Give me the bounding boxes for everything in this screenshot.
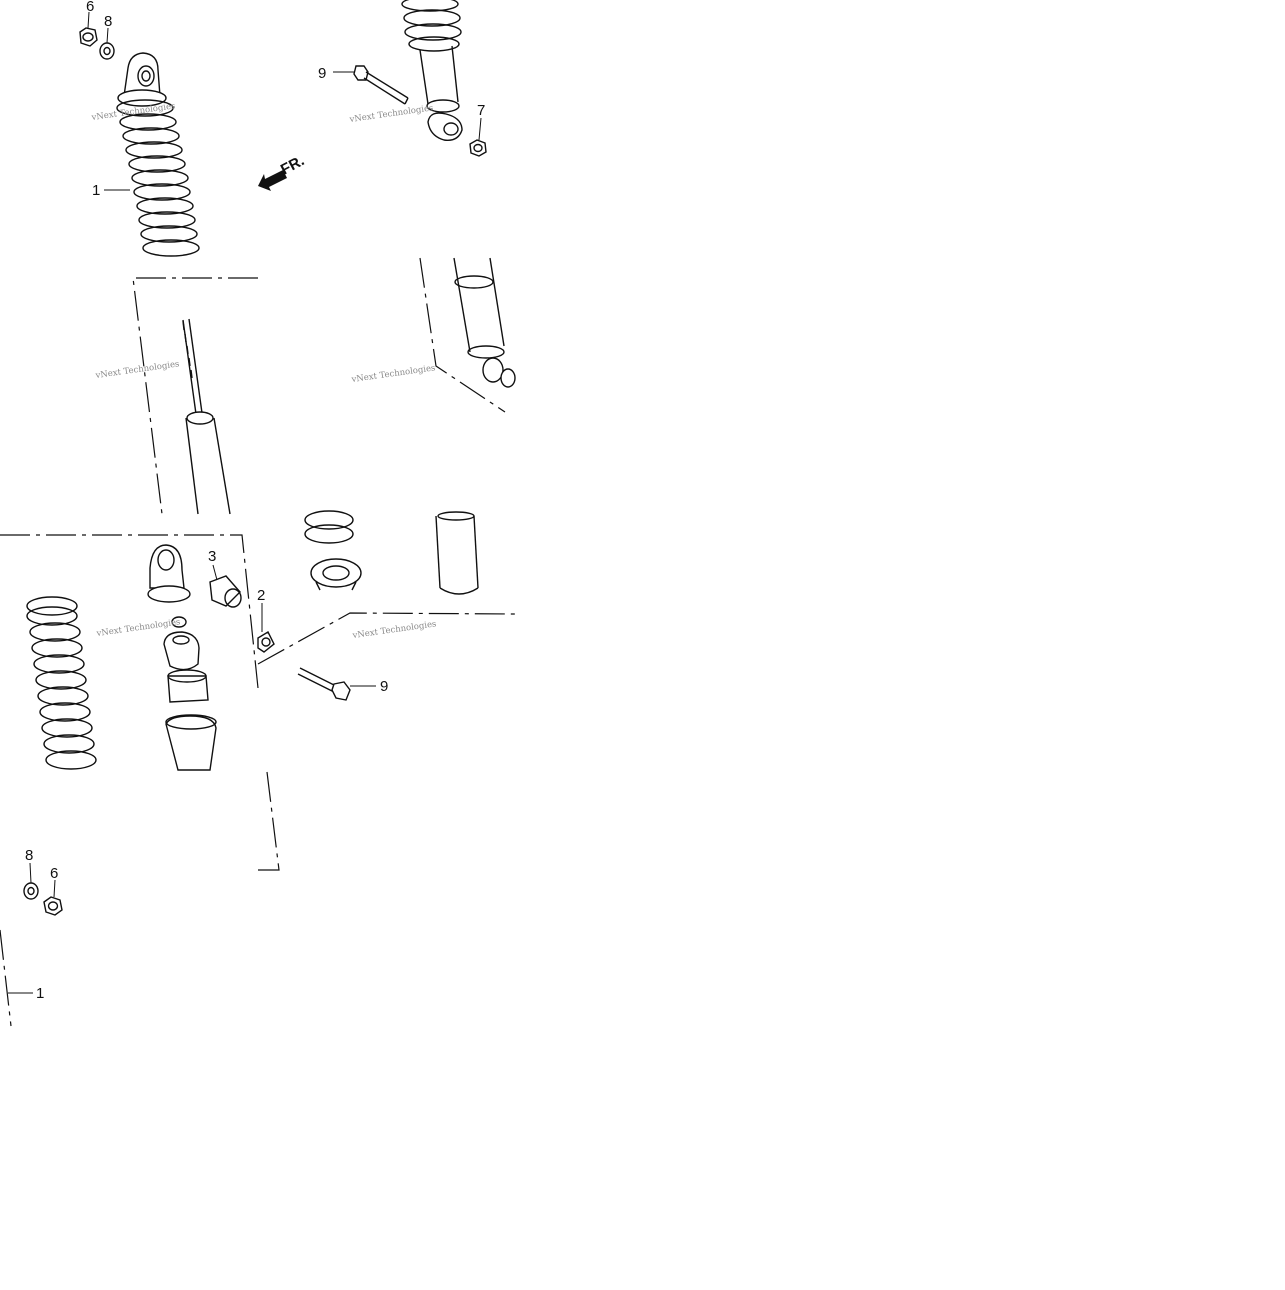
bushing-3 xyxy=(209,575,242,608)
tile-damper-rod: vNext Technologies vNext Technologies xyxy=(94,257,516,515)
damper-body xyxy=(435,511,479,595)
collar-2 xyxy=(257,631,275,653)
tile-lower-fasteners: 8 6 1 xyxy=(0,771,280,1027)
spring-end xyxy=(304,510,354,544)
nut-6-lower xyxy=(43,896,63,916)
callout-6-lower: 6 xyxy=(50,865,58,882)
callout-8: 8 xyxy=(104,13,112,30)
callout-3: 3 xyxy=(208,548,216,565)
bolt-9-lower xyxy=(297,667,351,701)
bump-stop xyxy=(163,616,200,671)
callout-1-lower: 1 xyxy=(36,985,44,1002)
bolt-9-top xyxy=(353,65,409,105)
spring xyxy=(26,596,97,770)
watermark: vNext Technologies xyxy=(351,619,437,641)
nut-6-top xyxy=(79,27,98,47)
callout-8-lower: 8 xyxy=(25,847,33,864)
callout-1: 1 xyxy=(92,182,100,199)
watermark: vNext Technologies xyxy=(350,363,436,385)
watermark: vNext Technologies xyxy=(94,359,180,381)
spring-retainer xyxy=(310,558,362,591)
callout-9-lower: 9 xyxy=(380,678,388,695)
lower-collar xyxy=(165,714,217,771)
shock-lower-body xyxy=(401,0,463,141)
front-direction-arrow: FR. xyxy=(258,152,307,191)
spring-seat xyxy=(167,669,209,703)
shock-absorber-1 xyxy=(116,52,200,257)
washer-8-lower xyxy=(23,882,39,900)
callout-7: 7 xyxy=(477,102,485,119)
damper-rod xyxy=(182,318,231,515)
callout-9: 9 xyxy=(318,65,326,82)
tile-shock-assembly: 6 8 1 FR. xyxy=(79,0,487,257)
callout-6: 6 xyxy=(86,0,94,15)
nut-7 xyxy=(469,139,487,157)
upper-mount xyxy=(147,544,191,603)
washer-8-top xyxy=(99,42,115,60)
callout-2: 2 xyxy=(257,587,265,604)
tile-exploded-parts: 3 2 xyxy=(0,510,516,771)
shock-reservoir xyxy=(453,257,516,388)
watermark: vNext Technologies xyxy=(348,103,434,125)
